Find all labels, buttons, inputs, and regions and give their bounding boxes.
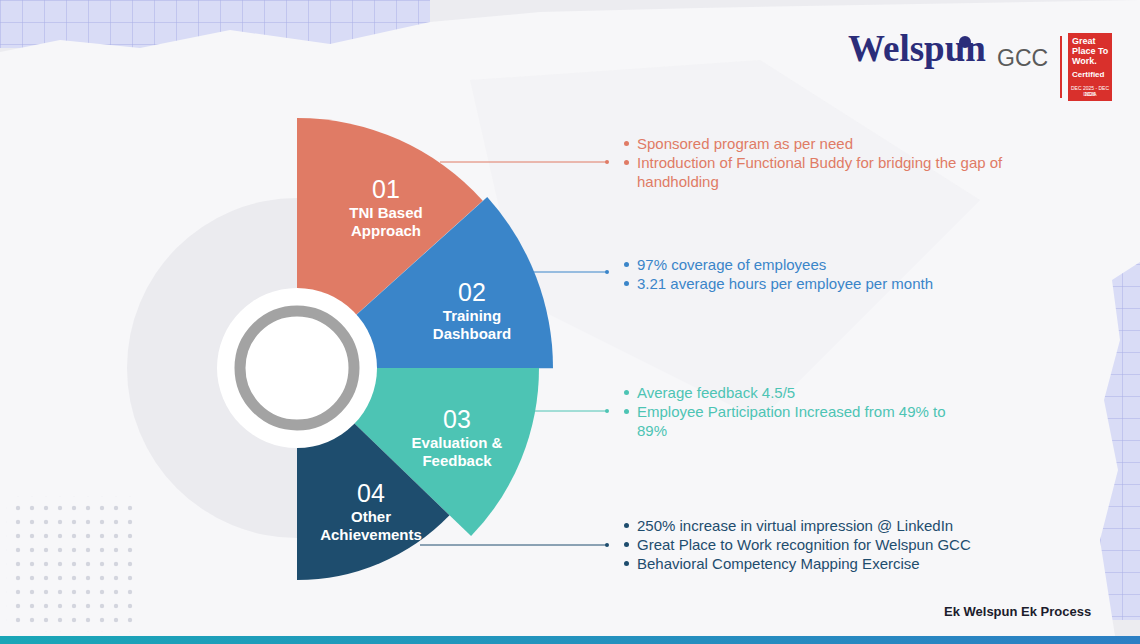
step-number: 02 <box>417 277 527 307</box>
dot-grid <box>6 496 134 632</box>
bullet-point: Great Place to Work recognition for Wels… <box>622 535 1057 554</box>
bullet-text: Average feedback 4.5/5 <box>637 384 795 401</box>
badge-title: Great Place To Work. <box>1072 36 1109 66</box>
leader-line <box>420 545 606 546</box>
bullet-point: 3.21 average hours per employee per mont… <box>622 274 1017 293</box>
bullet-text: Behavioral Competency Mapping Exercise <box>637 555 920 572</box>
bullet-point: 97% coverage of employees <box>622 255 1017 274</box>
bullet-dot <box>624 390 629 395</box>
badge-status: Certified <box>1072 69 1109 80</box>
sector-shape <box>297 197 553 368</box>
step-title: TNI Based Approach <box>336 204 436 240</box>
bullet-point: Sponsored program as per need <box>622 134 1017 153</box>
logo-suffix: GCC <box>997 46 1048 70</box>
bullet-point: Average feedback 4.5/5 <box>622 383 977 402</box>
bullet-dot <box>624 141 629 146</box>
step-number: 03 <box>407 404 507 434</box>
bullet-text: Great Place to Work recognition for Wels… <box>637 536 971 553</box>
badge-country: INDIA <box>1068 91 1112 97</box>
leader-line <box>440 162 606 163</box>
sector-text: 04Other Achievements <box>311 478 431 544</box>
bullet-dot <box>624 409 629 414</box>
leader-dot <box>605 543 609 547</box>
step-number: 04 <box>311 478 431 508</box>
bullet-text: Sponsored program as per need <box>637 135 853 152</box>
leader-dot <box>605 409 609 413</box>
sector-text: 01TNI Based Approach <box>336 174 436 240</box>
step-title: Other Achievements <box>311 508 431 544</box>
bullet-dot <box>624 281 629 286</box>
sector-path <box>297 368 450 580</box>
bullet-text: 250% increase in virtual impression @ Li… <box>637 517 953 534</box>
footer-bar <box>0 636 1140 644</box>
sector-text: 03Evaluation & Feedback <box>407 404 507 470</box>
bullet-dot <box>624 542 629 547</box>
bullet-dot <box>624 561 629 566</box>
bullet-dot <box>624 160 629 165</box>
bullet-point: Introduction of Functional Buddy for bri… <box>622 153 1017 191</box>
step-number: 01 <box>336 174 436 204</box>
bullet-point: Employee Participation Increased from 49… <box>622 402 977 440</box>
center-ring <box>240 311 354 425</box>
sector-shape <box>297 368 450 580</box>
sector-text: 02Training Dashboard <box>417 277 527 343</box>
bullet-dot <box>624 262 629 267</box>
leader-dot <box>605 270 609 274</box>
leader-dot <box>605 160 609 164</box>
step-title: Training Dashboard <box>417 307 527 343</box>
bullet-dot <box>624 523 629 528</box>
logo-separator <box>1060 36 1062 98</box>
sector-node: 02Training Dashboard <box>297 197 553 368</box>
step-title: Evaluation & Feedback <box>407 434 507 470</box>
bullet-text: 3.21 average hours per employee per mont… <box>637 275 933 292</box>
bullet-text: 97% coverage of employees <box>637 256 826 273</box>
bullet-text: Introduction of Functional Buddy for bri… <box>637 154 1002 190</box>
logo-wordmark: Welspun <box>848 30 986 68</box>
bullet-text: Employee Participation Increased from 49… <box>637 403 946 439</box>
bullet-point: Behavioral Competency Mapping Exercise <box>622 554 1057 573</box>
sector-node: 04Other Achievements <box>297 368 450 580</box>
center-disc <box>217 288 377 448</box>
bullet-point: 250% increase in virtual impression @ Li… <box>622 516 1057 535</box>
footer-tagline: Ek Welspun Ek Process <box>944 605 1091 619</box>
sector-path <box>297 197 553 368</box>
